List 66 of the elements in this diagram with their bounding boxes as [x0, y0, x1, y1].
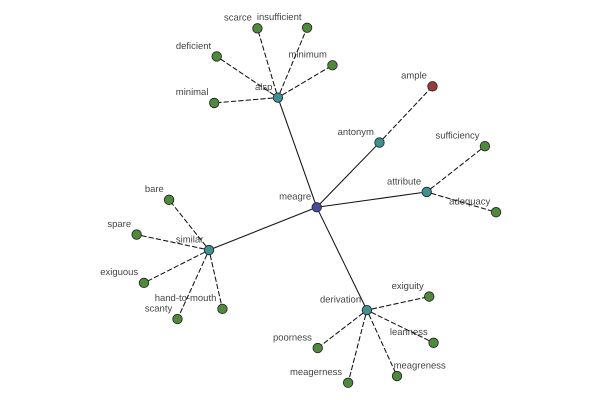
connector [279, 102, 316, 203]
connector [141, 235, 204, 250]
node-circle [392, 370, 402, 382]
connector [210, 254, 222, 304]
node-label: spare [107, 218, 132, 230]
node-label: insufficient [256, 12, 302, 24]
connector [368, 314, 396, 372]
node-circle [302, 22, 312, 33]
node-label: scarce [224, 12, 252, 24]
connector [279, 32, 306, 94]
node-label: derivation [320, 294, 362, 306]
node-label: minimal [176, 87, 208, 98]
node-label: attribute [386, 176, 422, 188]
node-label: ample [401, 70, 427, 82]
node-label: antonym [338, 126, 374, 138]
connector [321, 312, 364, 346]
node-circle [422, 186, 432, 198]
connector [382, 89, 430, 140]
connector [219, 98, 273, 104]
node-circle [374, 137, 385, 148]
node-circle [164, 194, 174, 205]
connector [148, 252, 206, 282]
node-circle [342, 378, 354, 388]
node-label: poorness [272, 332, 312, 344]
node-label: hand-to-mouth [154, 293, 216, 304]
node-circle [327, 60, 338, 70]
node-circle [427, 81, 438, 92]
connector [220, 58, 274, 96]
connector [282, 67, 329, 96]
node-label: minimum [288, 50, 327, 61]
node-label: scanty [144, 303, 172, 314]
node-label: similar [176, 234, 204, 246]
connector [318, 211, 366, 306]
connector [372, 297, 425, 310]
connector [172, 203, 206, 246]
node-circle [312, 202, 322, 212]
connector [213, 208, 312, 249]
node-label: exiguity [392, 280, 424, 292]
node-label: sufficiency [436, 130, 480, 142]
node-circle [209, 98, 220, 108]
connector [258, 32, 278, 94]
connector [320, 146, 376, 204]
connector [179, 254, 208, 315]
node-label: meagreness [394, 360, 446, 372]
node-circle [312, 342, 323, 354]
node-label: bare [144, 184, 164, 196]
connector [348, 314, 366, 378]
node-circle [172, 314, 183, 324]
node-label: deficient [176, 40, 212, 52]
node-circle [204, 244, 214, 256]
node-circle [480, 141, 490, 152]
node-circle [424, 291, 434, 302]
node-circle [138, 278, 150, 288]
node-label: exiguous [100, 267, 138, 278]
node-label: meagerness [290, 367, 342, 378]
connector [430, 148, 482, 190]
node-circle [212, 51, 222, 62]
node-circle [272, 92, 284, 103]
node-circle [252, 23, 263, 34]
node-circle [217, 304, 228, 314]
connector [321, 192, 422, 208]
node-circle [362, 304, 372, 316]
node-circle [131, 229, 142, 240]
node-label: meagre [279, 192, 312, 203]
node-circle [428, 338, 439, 348]
node-circle [490, 207, 502, 218]
